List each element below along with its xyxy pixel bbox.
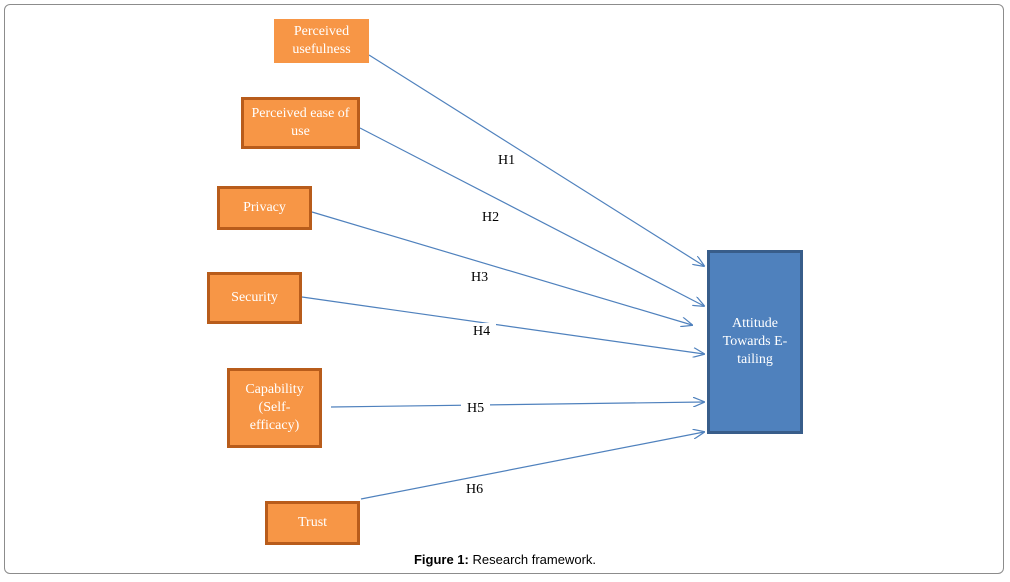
node-label: Privacy	[243, 200, 286, 215]
figure-frame	[4, 4, 1004, 574]
node-trust: Trust	[265, 501, 360, 545]
node-attitude-towards-e-tailing: Attitude Towards E-tailing	[707, 250, 803, 434]
edge-label-h6: H6	[460, 481, 490, 499]
node-perceived-ease-of-use: Perceived ease of use	[241, 97, 360, 149]
node-label: Security	[231, 290, 278, 305]
node-perceived-usefulness: Perceived usefulness	[274, 19, 369, 63]
figure-caption: Figure 1: Research framework.	[0, 552, 1010, 567]
node-label: Trust	[297, 515, 328, 530]
node-security: Security	[207, 272, 302, 324]
node-label: Capability (Self-efficacy)	[245, 382, 304, 433]
edge-label-h5: H5	[461, 400, 491, 418]
node-label: Perceived ease of use	[251, 106, 350, 139]
edge-label-h4: H4	[467, 323, 497, 341]
arrow-h3	[311, 211, 692, 325]
arrow-h5	[330, 402, 704, 408]
node-label: Perceived usefulness	[292, 24, 351, 57]
caption-text: Research framework.	[468, 552, 597, 567]
node-privacy: Privacy	[217, 186, 312, 230]
node-capability: Capability (Self-efficacy)	[227, 368, 322, 448]
edge-label-h3: H3	[465, 269, 495, 287]
arrow-h4	[301, 296, 704, 354]
edge-label-h1: H1	[492, 152, 522, 170]
caption-prefix: Figure 1:	[413, 552, 469, 567]
target-label: Attitude Towards E-tailing	[722, 316, 788, 367]
arrow-h2	[359, 127, 704, 306]
arrow-h1	[368, 54, 704, 266]
arrow-h6	[360, 432, 704, 500]
edge-label-h2: H2	[476, 209, 506, 227]
